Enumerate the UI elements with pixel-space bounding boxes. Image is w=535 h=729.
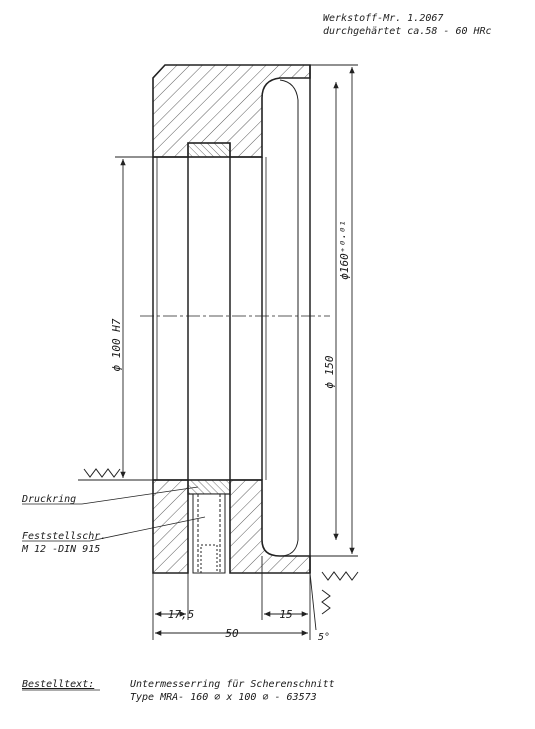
finish-symbol-side — [321, 589, 331, 615]
dim-15: 15 — [279, 608, 292, 621]
dim-angle: 5° — [318, 632, 330, 643]
dim-bore: ϕ 100 H7 — [110, 318, 123, 371]
label-feststell-2: M 12 -DIN 915 — [21, 544, 100, 555]
order-line-2: Type MRA- 160 ∅ x 100 ∅ - 63573 — [130, 692, 317, 703]
druckring-top — [187, 142, 231, 158]
material-note-line2: durchgehärtet ca.58 - 60 HRc — [323, 26, 492, 37]
order-line-1: Untermesserring für Scherenschnitt — [130, 679, 335, 690]
dim-outer: ϕ 150 — [323, 355, 336, 388]
dim-50: 50 — [225, 627, 239, 640]
label-feststell-1: Feststellschr. — [22, 531, 106, 542]
material-note-line1: Werkstoff-Mr. 1.2067 — [323, 13, 444, 24]
finish-symbol-bottom — [321, 571, 359, 581]
label-druckring: Druckring — [21, 494, 76, 505]
dim-17-5: 17,5 — [168, 608, 195, 621]
upper-section — [152, 64, 311, 158]
finish-symbol-left — [83, 468, 121, 478]
set-screw — [192, 493, 226, 574]
dim-outer-tol: ϕ160⁺⁰·⁰¹ — [338, 220, 351, 280]
order-label: Bestelltext: — [22, 679, 94, 690]
druckring-bottom — [187, 479, 231, 495]
